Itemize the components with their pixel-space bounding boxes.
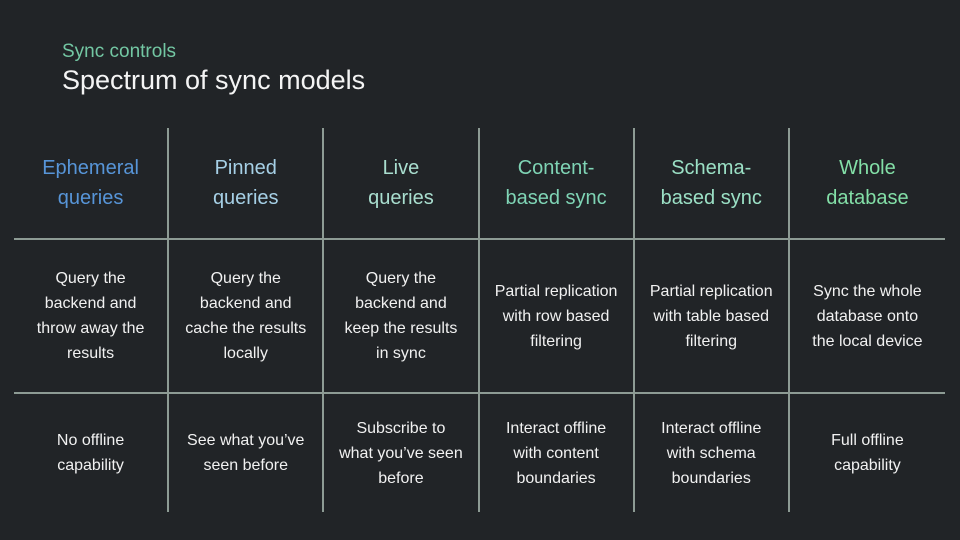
description-content-based-sync: Partial replication with row based filte… [479, 238, 635, 392]
description-schema-based-sync: Partial replication with table based fil… [634, 238, 790, 392]
description-whole-database: Sync the whole database onto the local d… [789, 238, 945, 392]
column-header-whole-database: Whole database [826, 157, 909, 209]
offline-whole-database: Full offline capability [789, 392, 945, 512]
offline-ephemeral-queries: No offline capability [14, 392, 170, 512]
description-live-queries: Query the backend and keep the results i… [324, 238, 480, 392]
sync-models-table: Ephemeral queries Pinned queries Live qu… [14, 128, 945, 512]
description-ephemeral-queries: Query the backend and throw away the res… [14, 238, 170, 392]
offline-schema-based-sync: Interact offline with schema boundaries [634, 392, 790, 512]
column-header-content-based-sync: Content- based sync [480, 128, 635, 238]
slide-eyebrow: Sync controls [62, 41, 177, 62]
column-header-live-queries: Live queries [324, 128, 480, 238]
title-block: Sync controls Spectrum of sync models [62, 40, 365, 96]
column-header-pinned-queries: Pinned queries [169, 128, 325, 238]
column-header-ephemeral-queries: Ephemeral queries [14, 128, 170, 238]
description-pinned-queries: Query the backend and cache the results … [169, 238, 325, 392]
column-header-schema-based-sync: Schema- based sync [635, 128, 790, 238]
offline-pinned-queries: See what you’ve seen before [169, 392, 325, 512]
offline-content-based-sync: Interact offline with content boundaries [479, 392, 635, 512]
page-title: Spectrum of sync models [62, 65, 366, 95]
offline-live-queries: Subscribe to what you’ve seen before [324, 392, 480, 512]
